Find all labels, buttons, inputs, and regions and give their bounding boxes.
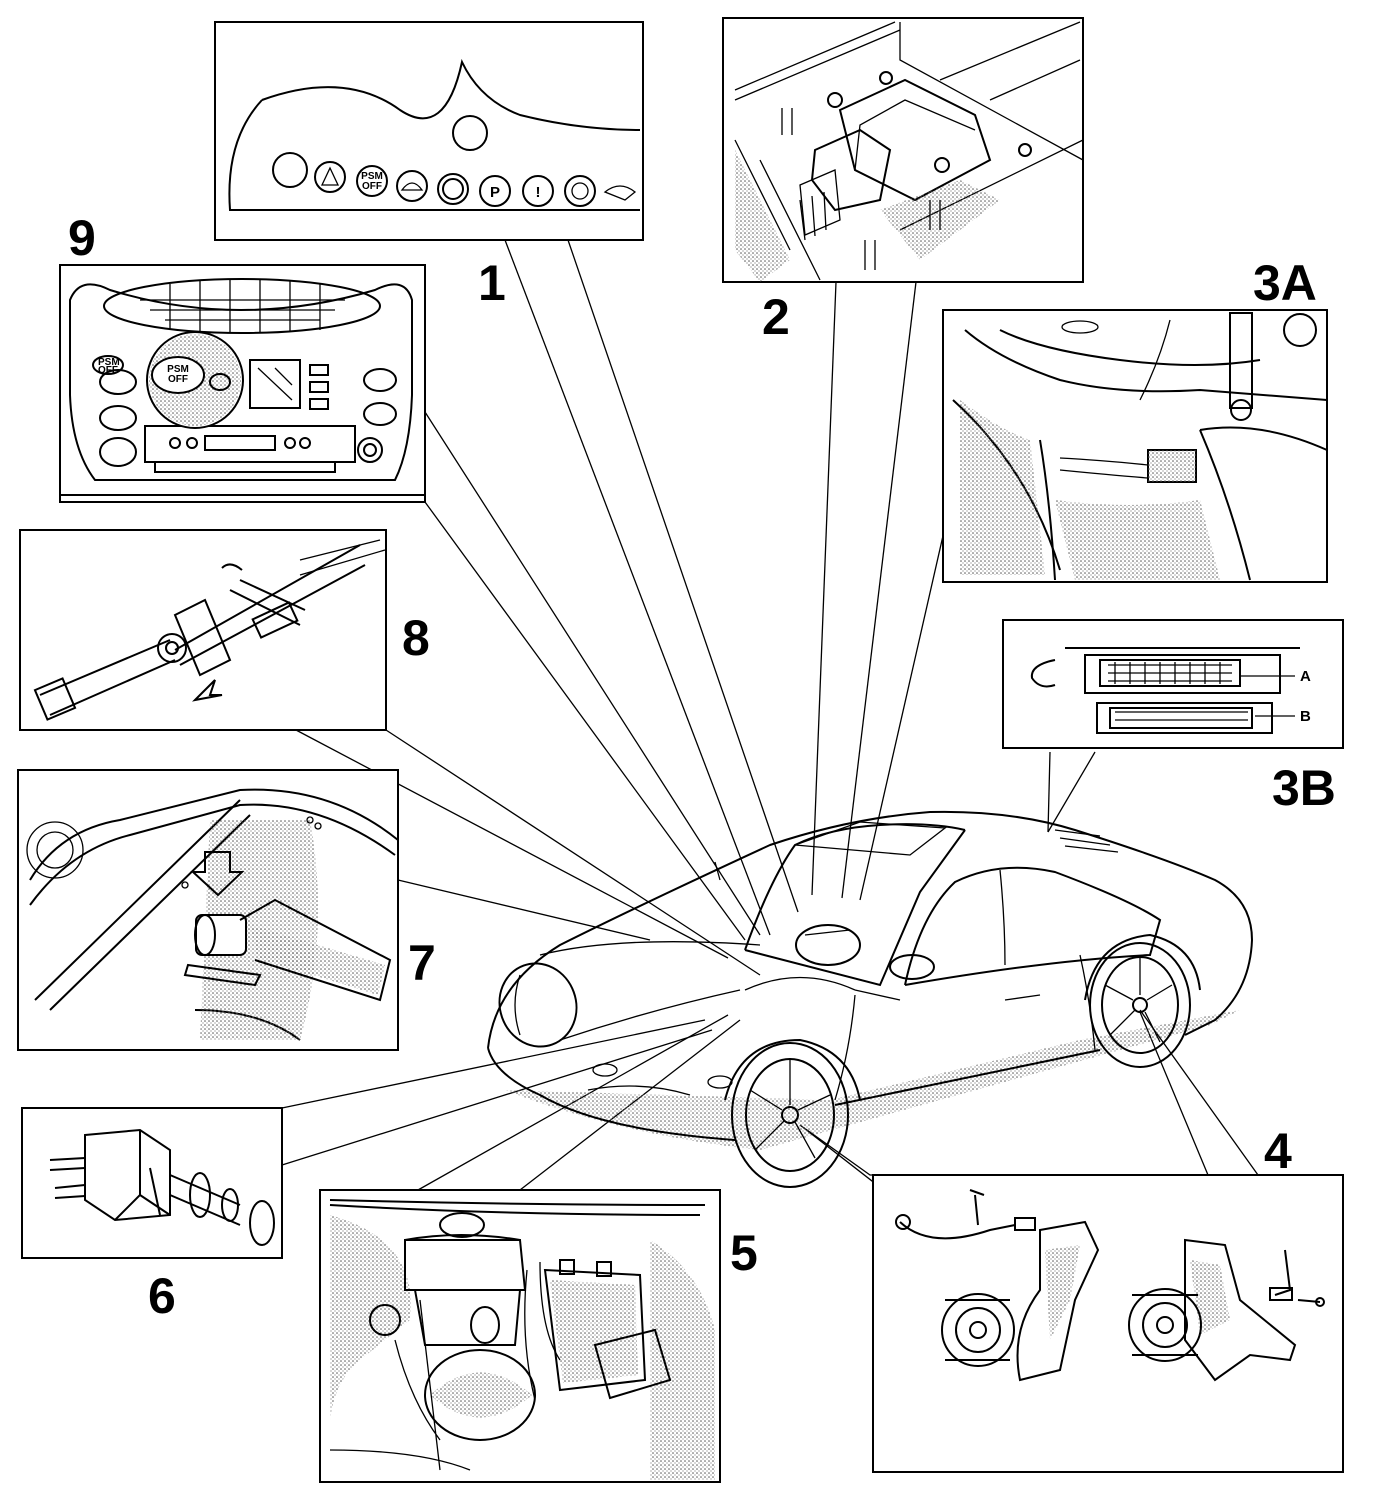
inset-brake-pedal-area: [17, 769, 399, 1051]
inset-hydraulic-unit: [319, 1189, 721, 1483]
front-wheel: [724, 1038, 861, 1188]
psm-off-button[interactable]: [151, 356, 205, 394]
inset-steering-angle-sensor: [19, 529, 387, 731]
callout-4: 4: [1264, 1123, 1292, 1179]
callout-5: 5: [730, 1225, 758, 1281]
callout-numbers: 1 2 3A 3B 4 5 6 7 8 9: [68, 210, 1336, 1324]
callout-9: 9: [68, 210, 96, 266]
callout-6: 6: [148, 1268, 176, 1324]
callout-3b: 3B: [1272, 760, 1336, 816]
inset-brake-light-switch: [21, 1107, 283, 1259]
inset-wheel-speed-sensors: [872, 1174, 1344, 1473]
inset-control-unit-console: [722, 17, 1084, 283]
callout-1: 1: [478, 255, 506, 311]
rear-wheel: [1084, 933, 1201, 1068]
callout-7: 7: [408, 935, 436, 991]
leader-lines: [281, 239, 1259, 1231]
oil-can-icon: [603, 185, 637, 201]
inset-connector-plug: A B: [1002, 619, 1344, 749]
brake-warning-icon: !: [536, 184, 541, 201]
connector-a-label: A: [1300, 668, 1311, 685]
callout-8: 8: [402, 610, 430, 666]
callout-3a: 3A: [1253, 255, 1317, 311]
inset-control-unit-seat: [942, 309, 1328, 583]
connector-b-label: B: [1300, 708, 1311, 725]
parking-brake-icon: P: [490, 184, 500, 201]
car-illustration: [487, 810, 1254, 1188]
callout-2: 2: [762, 289, 790, 345]
arrow-icon: [190, 851, 245, 897]
arrow-icon: [192, 679, 223, 702]
